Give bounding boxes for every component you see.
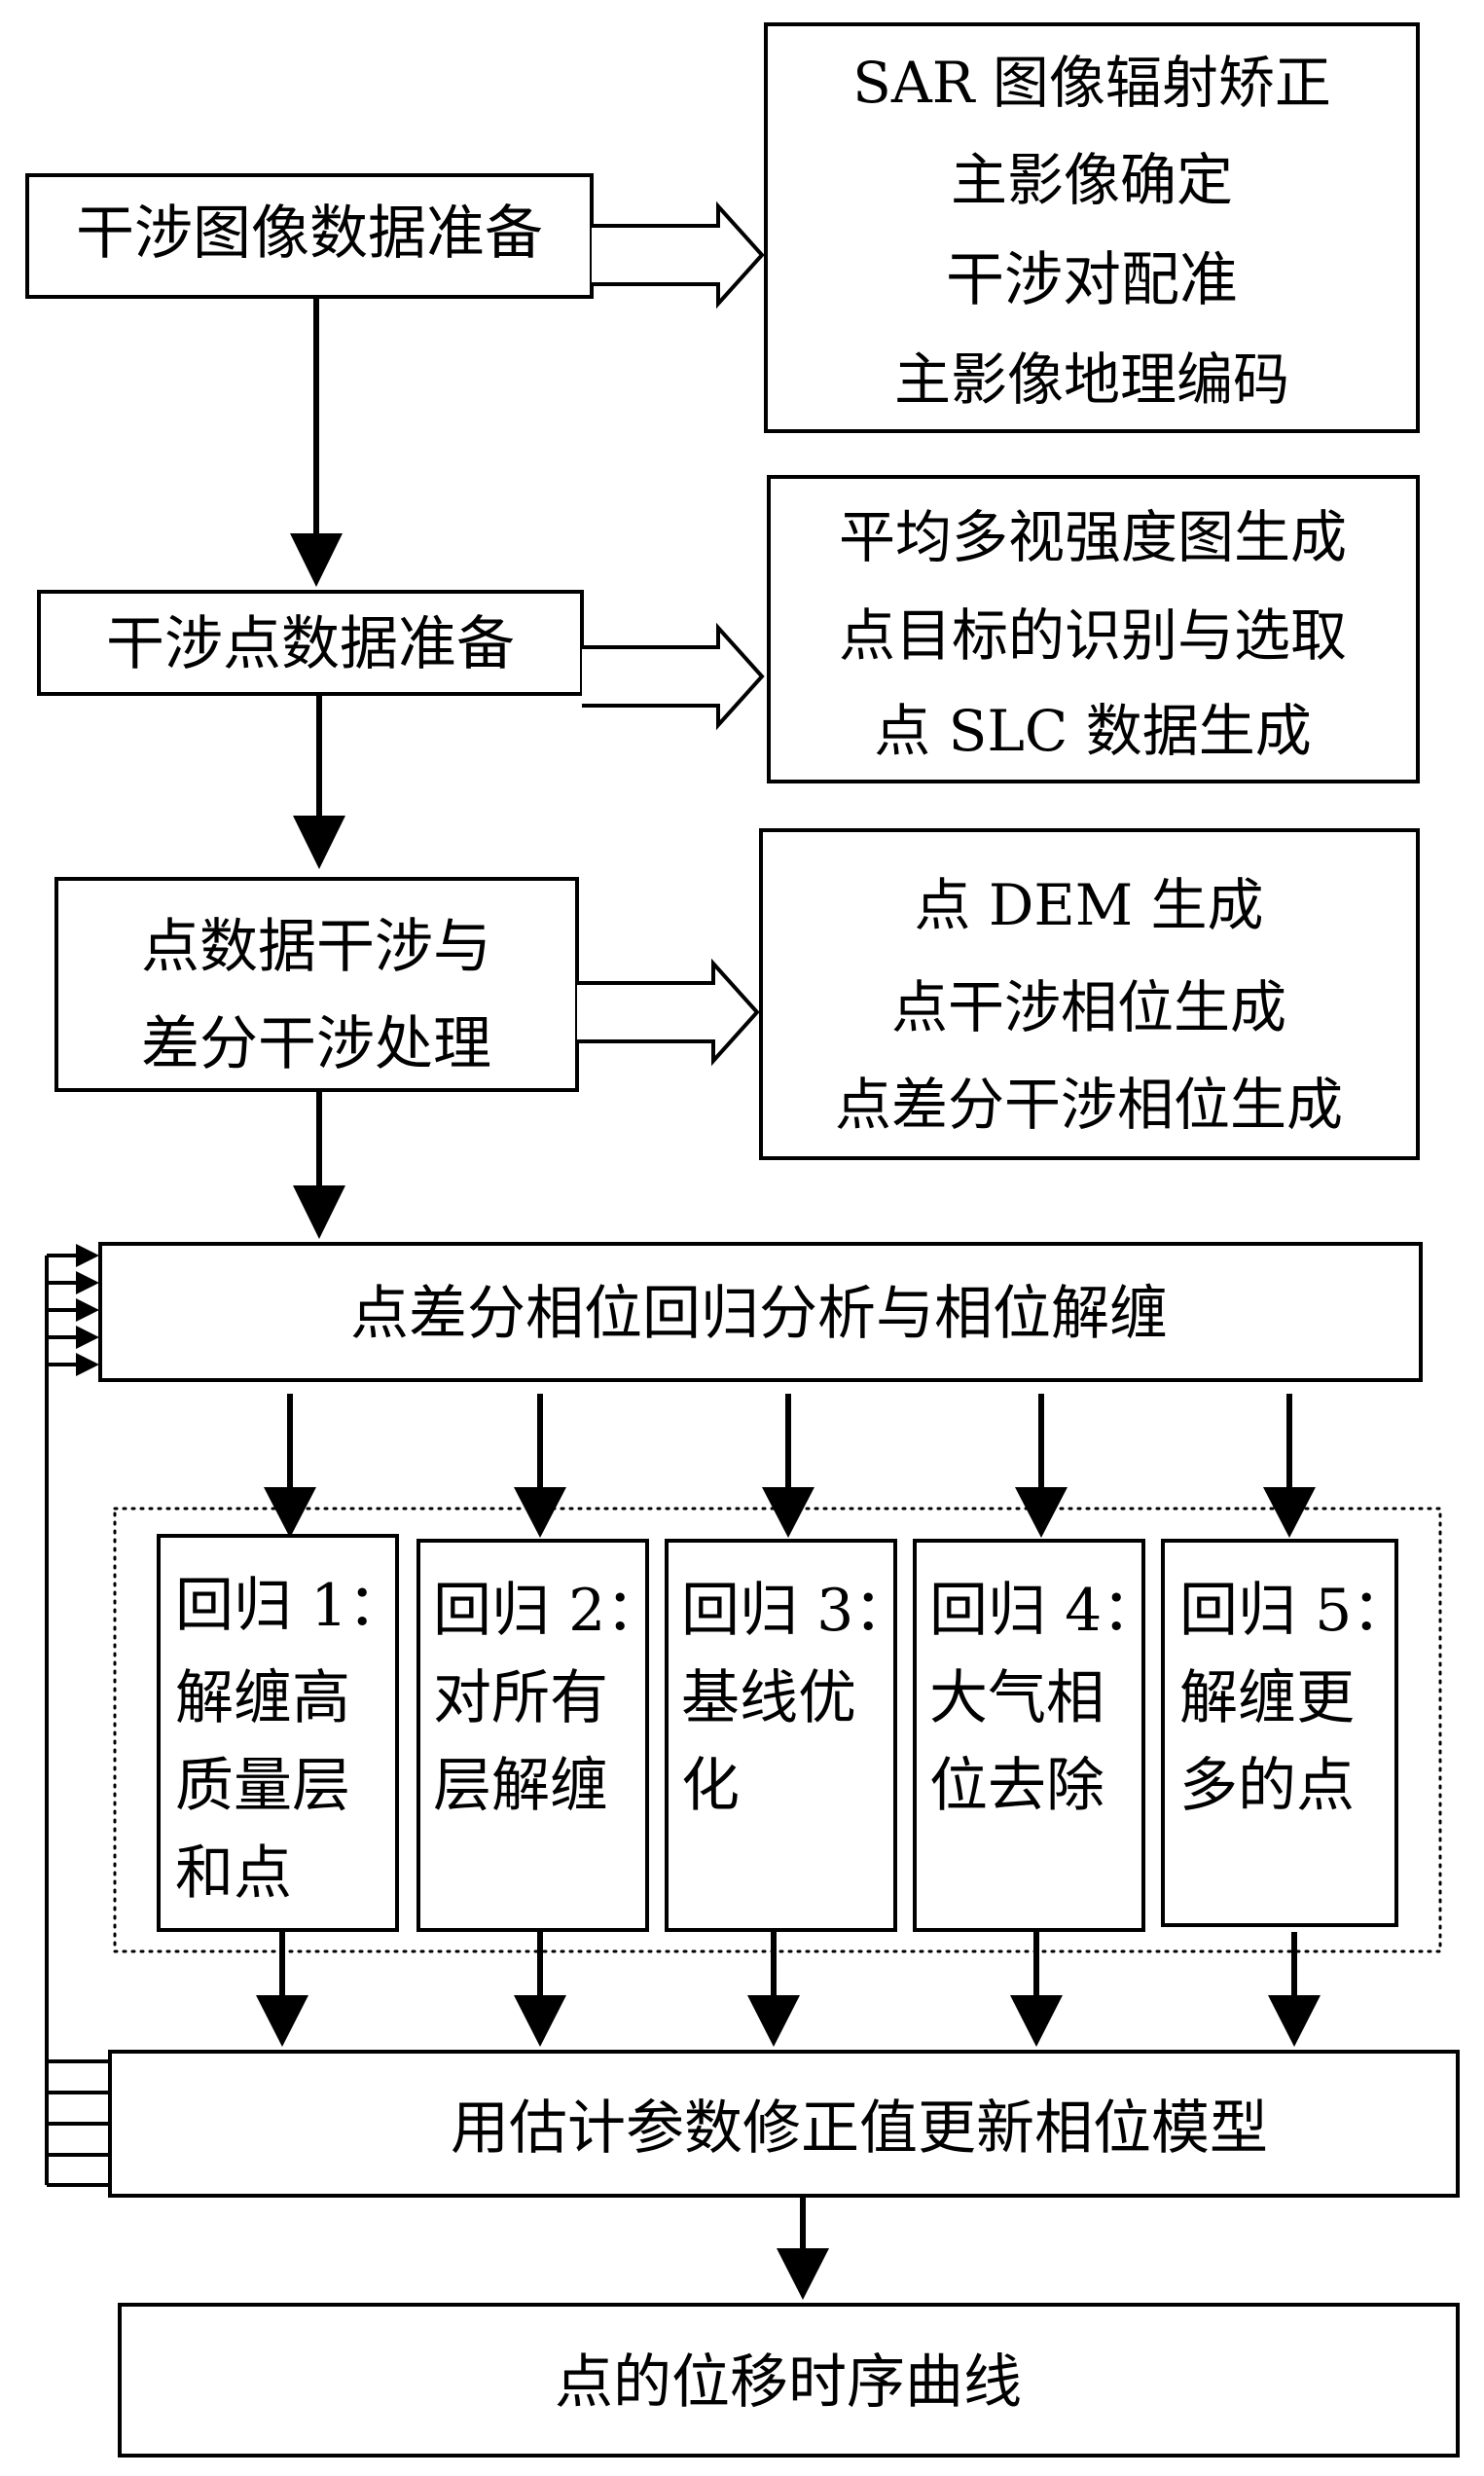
regression-1-line-1: 回归 1：	[175, 1572, 406, 1640]
arrow-3-4-head	[293, 1185, 345, 1239]
feedback-loop	[45, 1244, 110, 2187]
step-regression-analysis-label: 点差分相位回归分析与相位解缠	[350, 1280, 1168, 1348]
step-update-phase-model-label: 用估计参数修正值更新相位模型	[451, 2094, 1268, 2163]
regression-4-box	[913, 1539, 1145, 1932]
detail-1-line-4: 主影像地理编码	[894, 346, 1289, 413]
detail-2-line-3: 点 SLC 数据生成	[874, 698, 1312, 764]
arrow-5-6-head	[777, 2248, 829, 2300]
detail-box-1	[764, 22, 1420, 433]
step-point-data-prep-box	[37, 590, 584, 696]
fan-out-arrows	[264, 1394, 1316, 1538]
detail-box-3	[759, 828, 1420, 1160]
regression-2-box	[416, 1539, 649, 1932]
regression-1-line-2: 解缠高	[175, 1664, 350, 1732]
step-displacement-series-label: 点的位移时序曲线	[555, 2349, 1022, 2417]
regression-2-line-1: 回归 2：	[433, 1577, 664, 1645]
detail-1-line-1: SAR 图像辐射矫正	[852, 50, 1331, 116]
step-point-interferometry-line-2: 差分干涉处理	[141, 1010, 491, 1078]
regression-5-line-1: 回归 5：	[1179, 1577, 1410, 1645]
hollow-arrow-2	[582, 622, 765, 731]
regression-1-line-3: 质量层	[175, 1752, 350, 1820]
arrow-1-2-head	[290, 533, 343, 587]
regression-3-box	[665, 1539, 897, 1932]
detail-3-line-1: 点 DEM 生成	[914, 872, 1263, 938]
regression-5-box	[1161, 1539, 1398, 1927]
regression-5-line-3: 多的点	[1179, 1752, 1355, 1820]
regression-4-line-3: 位去除	[929, 1752, 1104, 1820]
step-interferogram-data-prep-label: 干涉图像数据准备	[76, 200, 543, 268]
arrow-2-3-head	[293, 816, 345, 869]
step-point-interferometry-line-1: 点数据干涉与	[141, 913, 491, 981]
step-regression-analysis-box	[98, 1242, 1423, 1382]
regression-3-line-2: 基线优	[681, 1664, 856, 1732]
regression-3-line-3: 化	[681, 1752, 740, 1820]
regression-3-line-1: 回归 3：	[681, 1577, 912, 1645]
detail-3-line-2: 点干涉相位生成	[891, 974, 1286, 1040]
regression-1-line-4: 和点	[175, 1839, 292, 1908]
detail-1-line-2: 主影像确定	[951, 147, 1233, 213]
fan-in-arrows	[256, 1932, 1321, 2047]
hollow-arrow-3	[577, 958, 760, 1067]
detail-2-line-2: 点目标的识别与选取	[839, 602, 1347, 669]
detail-2-line-1: 平均多视强度图生成	[839, 504, 1347, 570]
regression-1-box	[157, 1534, 399, 1932]
regression-5-line-2: 解缠更	[1179, 1664, 1355, 1732]
regression-2-line-3: 层解缠	[433, 1752, 608, 1820]
step-displacement-series-box	[118, 2303, 1460, 2458]
step-interferogram-data-prep-box	[25, 173, 594, 299]
regression-4-line-1: 回归 4：	[929, 1577, 1160, 1645]
detail-1-line-3: 干涉对配准	[946, 246, 1238, 314]
detail-box-2	[767, 475, 1420, 783]
step-point-data-prep-label: 干涉点数据准备	[106, 610, 515, 678]
regression-4-line-2: 大气相	[929, 1664, 1104, 1732]
regression-2-line-2: 对所有	[433, 1664, 608, 1732]
detail-3-line-3: 点差分干涉相位生成	[835, 1072, 1343, 1138]
hollow-arrow-1	[592, 200, 765, 310]
